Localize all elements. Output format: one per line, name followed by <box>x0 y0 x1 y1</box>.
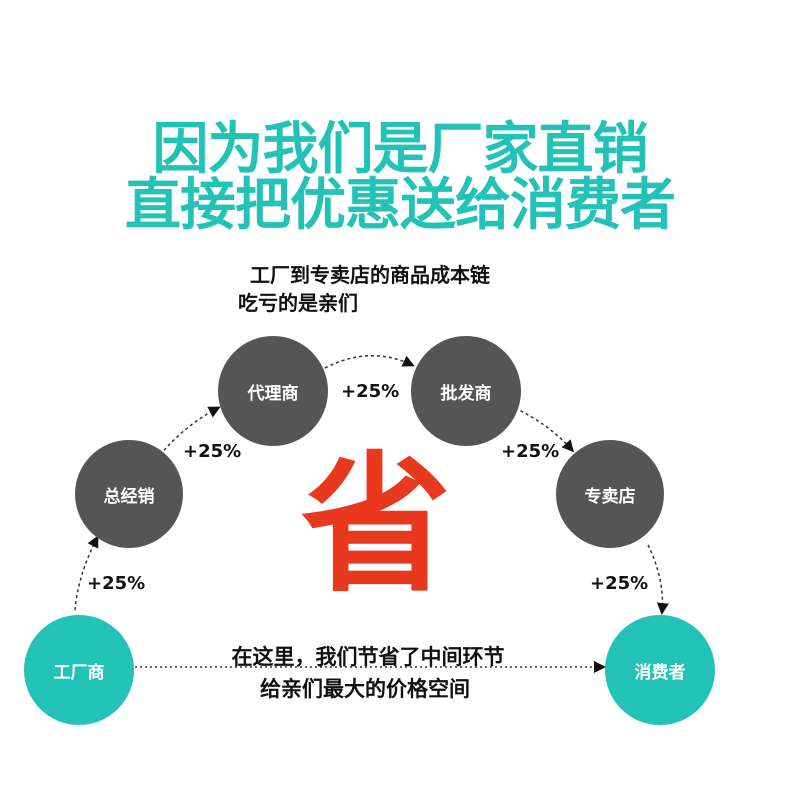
headline-line-1: 因为我们是厂家直销 <box>152 117 649 182</box>
arrow-wholesaler-to-store <box>514 407 574 453</box>
headline-line-2: 直接把优惠送给消费者 <box>125 173 676 238</box>
bottom-note-line-2: 给亲们最大的价格空间 <box>260 677 470 701</box>
node-consumer: 消费者 <box>605 615 715 725</box>
node-general-dealer: 总经销 <box>75 440 183 548</box>
arrow-factory-to-general <box>74 535 99 611</box>
markup-label: +25% <box>183 441 242 462</box>
markup-label: +25% <box>87 573 146 594</box>
bottom-note-line-1: 在这里，我们节省了中间环节 <box>231 645 505 669</box>
arrow-general-to-agent <box>159 406 221 456</box>
markup-label: +25% <box>501 441 560 462</box>
node-store: 专卖店 <box>556 440 664 548</box>
subtitle-line-1: 工厂到专卖店的商品成本链 <box>250 263 490 287</box>
node-wholesaler: 批发商 <box>411 336 521 446</box>
subtitle-line-2: 吃亏的是亲们 <box>238 291 358 315</box>
arrow-agent-to-wholesaler <box>324 355 415 369</box>
markup-label: +25% <box>590 573 649 594</box>
node-factory: 工厂商 <box>24 615 134 725</box>
save-character: 省 <box>300 439 451 613</box>
arrow-store-to-consumer <box>647 544 669 615</box>
markup-label: +25% <box>341 381 400 402</box>
node-agent: 代理商 <box>218 336 328 446</box>
